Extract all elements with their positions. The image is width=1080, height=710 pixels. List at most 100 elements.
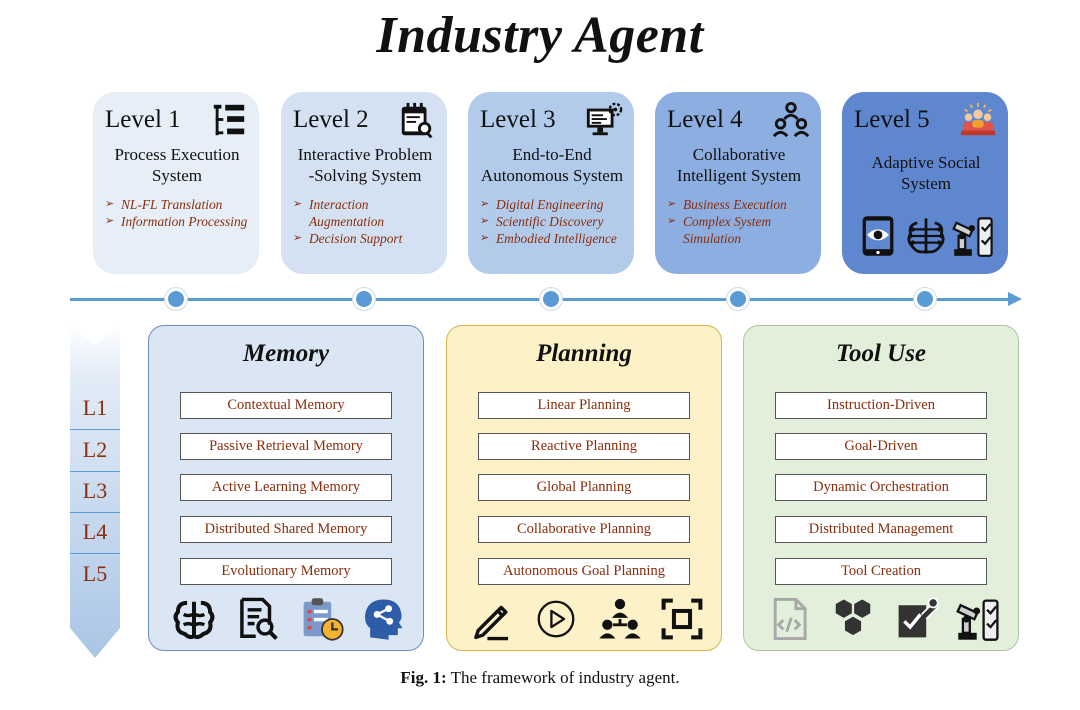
- level-application-item: ➢ NL-FL Translation: [105, 196, 249, 213]
- panel-title: Tool Use: [835, 340, 927, 367]
- level-application-text: Information Processing: [121, 214, 248, 229]
- side-level-label: L3: [82, 478, 108, 503]
- circuit-brain-icon: [904, 214, 948, 258]
- head-network-icon: [361, 596, 407, 642]
- timeline-dot: [540, 288, 562, 310]
- check-wrench-icon: [894, 596, 940, 642]
- level-card-3: Level 3 End-to-End Autonomous System ➢ Digi…: [468, 92, 634, 274]
- arrow-bullet-icon: ➢: [480, 232, 490, 244]
- robot-arm-icon: [956, 596, 1002, 642]
- arrow-bullet-icon: ➢: [293, 198, 303, 210]
- arrow-bullet-icon: ➢: [480, 215, 490, 227]
- level-label: Level 2: [293, 106, 369, 133]
- level-header: Level 5: [854, 100, 998, 140]
- side-level-label: L4: [82, 519, 108, 544]
- panel-item-box: Goal-Driven: [775, 433, 987, 460]
- level-application-text: Decision Support: [309, 231, 403, 246]
- timeline-arrow-icon: [1008, 292, 1022, 306]
- level-application-list: ➢ NL-FL Translation ➢ Information Processin…: [105, 196, 249, 230]
- level-card-2: Level 2 Interactive Problem -Solving Syst…: [281, 92, 447, 274]
- side-level-label: L5: [82, 561, 108, 586]
- level-header: Level 4: [667, 100, 811, 140]
- pencil-icon: [469, 596, 515, 642]
- calendar-search-icon: [397, 101, 437, 139]
- level-card-5: Level 5 Adaptive Social System: [842, 92, 1008, 274]
- level-label: Level 5: [854, 106, 930, 133]
- level-application-text: NL-FL Translation: [121, 197, 223, 212]
- panel-item-box: Global Planning: [478, 474, 690, 501]
- level-application-item: ➢ Digital Engineering: [480, 196, 624, 213]
- level-application-list: ➢ Digital Engineering ➢ Scientific Discover…: [480, 196, 624, 247]
- level-name: End-to-End Autonomous System: [480, 145, 624, 185]
- arrow-bullet-icon: ➢: [293, 232, 303, 244]
- caption-text: The framework of industry agent.: [446, 668, 680, 687]
- arrow-bullet-icon: ➢: [105, 198, 115, 210]
- robot-arm-icon: [952, 214, 996, 258]
- panel-item-box: Dynamic Orchestration: [775, 474, 987, 501]
- arrow-bullet-icon: ➢: [667, 198, 677, 210]
- level-application-text: Digital Engineering: [496, 197, 604, 212]
- side-level-separator: [70, 512, 120, 513]
- level-application-item: ➢ Business Execution: [667, 196, 811, 213]
- arrow-bullet-icon: ➢: [480, 198, 490, 210]
- code-file-icon: [766, 596, 812, 642]
- level-label: Level 4: [667, 106, 743, 133]
- side-level-separator: [70, 553, 120, 554]
- timeline-dot: [727, 288, 749, 310]
- side-level-label: L1: [82, 395, 108, 420]
- level-name: Interactive Problem -Solving System: [297, 145, 433, 185]
- level-card-1: Level 1 Process Execution System ➢ NL-FL Tr…: [93, 92, 259, 274]
- timeline-dot: [914, 288, 936, 310]
- side-level-separator: [70, 471, 120, 472]
- side-level-arrow: [70, 325, 120, 658]
- panel-item-box: Contextual Memory: [180, 392, 392, 419]
- timeline-dot: [353, 288, 375, 310]
- social-group-icon: [958, 101, 998, 139]
- people-hierarchy-icon: [597, 596, 643, 642]
- play-circle-icon: [533, 596, 579, 642]
- level-label: Level 1: [105, 106, 181, 133]
- level-application-item: ➢Complex System Simulation: [667, 213, 811, 247]
- team-network-icon: [771, 101, 811, 139]
- level-application-text: Interaction Augmentation: [309, 197, 385, 229]
- level-name: Process Execution System: [114, 145, 240, 185]
- level-name: Adaptive Social System: [871, 153, 981, 193]
- level-name: Collaborative Intelligent System: [676, 145, 802, 185]
- panel-item-box: Linear Planning: [478, 392, 690, 419]
- brain-icon: [171, 596, 217, 642]
- panel-title: Memory: [242, 340, 330, 367]
- side-level-label: L2: [82, 437, 108, 462]
- panel-item-box: Evolutionary Memory: [180, 558, 392, 585]
- panel-item-box: Collaborative Planning: [478, 516, 690, 543]
- level-application-item: ➢ Interaction Augmentation: [293, 196, 437, 230]
- arrow-bullet-icon: ➢: [105, 215, 115, 227]
- computer-gear-icon: [584, 101, 624, 139]
- panel-item-box: Active Learning Memory: [180, 474, 392, 501]
- level-application-text: Business Execution: [683, 197, 787, 212]
- level-application-list: ➢ Business Execution➢Complex System Simul…: [667, 196, 811, 247]
- panel-item-box: Distributed Management: [775, 516, 987, 543]
- level-application-list: ➢ Interaction Augmentation ➢ Decision Suppo…: [293, 196, 437, 247]
- arrow-bullet-icon: ➢: [667, 215, 677, 227]
- level-application-item: ➢ Decision Support: [293, 230, 437, 247]
- panel-item-box: Tool Creation: [775, 558, 987, 585]
- level-application-text: Scientific Discovery: [496, 214, 604, 229]
- level-application-item: ➢ Embodied Intelligence: [480, 230, 624, 247]
- timeline-dot: [165, 288, 187, 310]
- figure-caption: Fig. 1: The framework of industry agent.: [0, 668, 1080, 688]
- eye-tablet-icon: [856, 214, 900, 258]
- panel-item-box: Passive Retrieval Memory: [180, 433, 392, 460]
- level-card-4: Level 4 Collaborative Intelligent System ➢…: [655, 92, 821, 274]
- diagram-title: Industry Agent: [376, 7, 704, 64]
- level-application-item: ➢ Information Processing: [105, 213, 249, 230]
- panel-item-box: Reactive Planning: [478, 433, 690, 460]
- level-label: Level 3: [480, 106, 556, 133]
- panel-title: Planning: [536, 340, 632, 367]
- panel-item-box: Instruction-Driven: [775, 392, 987, 419]
- caption-prefix: Fig. 1:: [400, 668, 447, 687]
- level-application-text: Embodied Intelligence: [496, 231, 617, 246]
- panel-item-box: Distributed Shared Memory: [180, 516, 392, 543]
